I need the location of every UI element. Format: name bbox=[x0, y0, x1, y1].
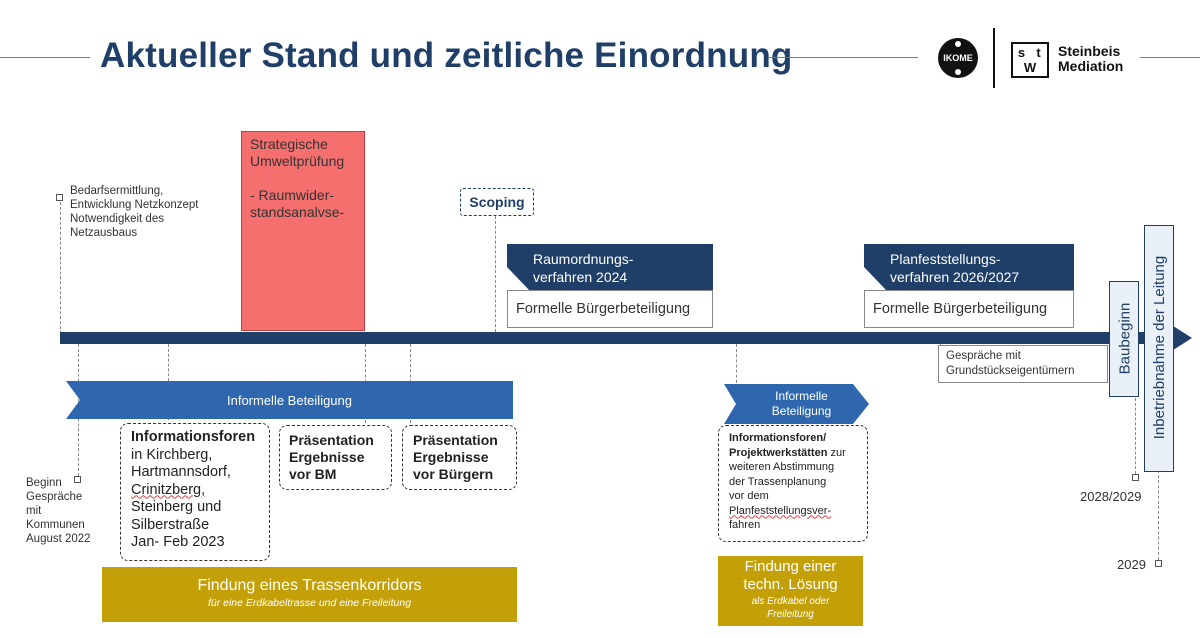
informelle-beteiligung-arrow: Informelle Beteiligung bbox=[66, 381, 513, 419]
title-rule-right bbox=[768, 57, 918, 58]
planfeststellungsverfahren-banner: Planfeststellungs-verfahren 2026/2027 bbox=[864, 244, 1074, 290]
bedarf-note: Bedarfsermittlung,Entwicklung Netzkonzep… bbox=[70, 185, 199, 239]
pfv-formelle-beteiligung: Formelle Bürgerbeteiligung bbox=[864, 290, 1074, 328]
logo-separator bbox=[993, 28, 995, 88]
connector-baubeginn bbox=[1135, 398, 1136, 474]
page-title: Aktueller Stand und zeitliche Einordnung bbox=[100, 36, 793, 75]
inbetriebnahme-box: Inbetriebnahme der Leitung bbox=[1144, 225, 1174, 472]
year-2028-2029: 2028/2029 bbox=[1080, 489, 1142, 504]
raumordnungsverfahren-banner: Raumordnungs-verfahren 2024 bbox=[507, 244, 713, 290]
connector-bedarf bbox=[60, 202, 61, 334]
ikome-logo: IKOME bbox=[938, 38, 978, 78]
marker-square bbox=[74, 476, 81, 483]
techn-loesung-box: Findung einer techn. Lösung als Erdkabel… bbox=[718, 556, 863, 626]
title-rule-far-right bbox=[1140, 57, 1200, 58]
timeline-arrow-head bbox=[1170, 324, 1192, 352]
marker-square bbox=[1132, 474, 1139, 481]
rov-formelle-beteiligung: Formelle Bürgerbeteiligung bbox=[507, 290, 713, 328]
trassenkorridor-box: Findung eines Trassenkorridors für eine … bbox=[102, 567, 517, 622]
steinbeis-mediation-logo-text: Steinbeis Mediation bbox=[1058, 43, 1124, 74]
baubeginn-box: Baubeginn bbox=[1109, 281, 1139, 397]
connector-inbetrieb bbox=[1158, 470, 1159, 560]
scoping-box: Scoping bbox=[460, 188, 534, 216]
connector-scoping bbox=[495, 216, 496, 332]
title-rule-left bbox=[0, 57, 90, 58]
informationsforen-box: Informationsforen in Kirchberg, Hartmann… bbox=[120, 423, 270, 561]
strategische-umweltpruefung-box: Strategische Umweltprüfung - Raumwider- … bbox=[241, 131, 365, 331]
marker-square bbox=[1155, 560, 1162, 567]
timeline-axis bbox=[60, 332, 1175, 344]
marker-square bbox=[56, 194, 63, 201]
projektwerkstaetten-box: Informationsforen/ Projektwerkstätten zu… bbox=[718, 425, 868, 542]
year-2029: 2029 bbox=[1117, 557, 1146, 572]
